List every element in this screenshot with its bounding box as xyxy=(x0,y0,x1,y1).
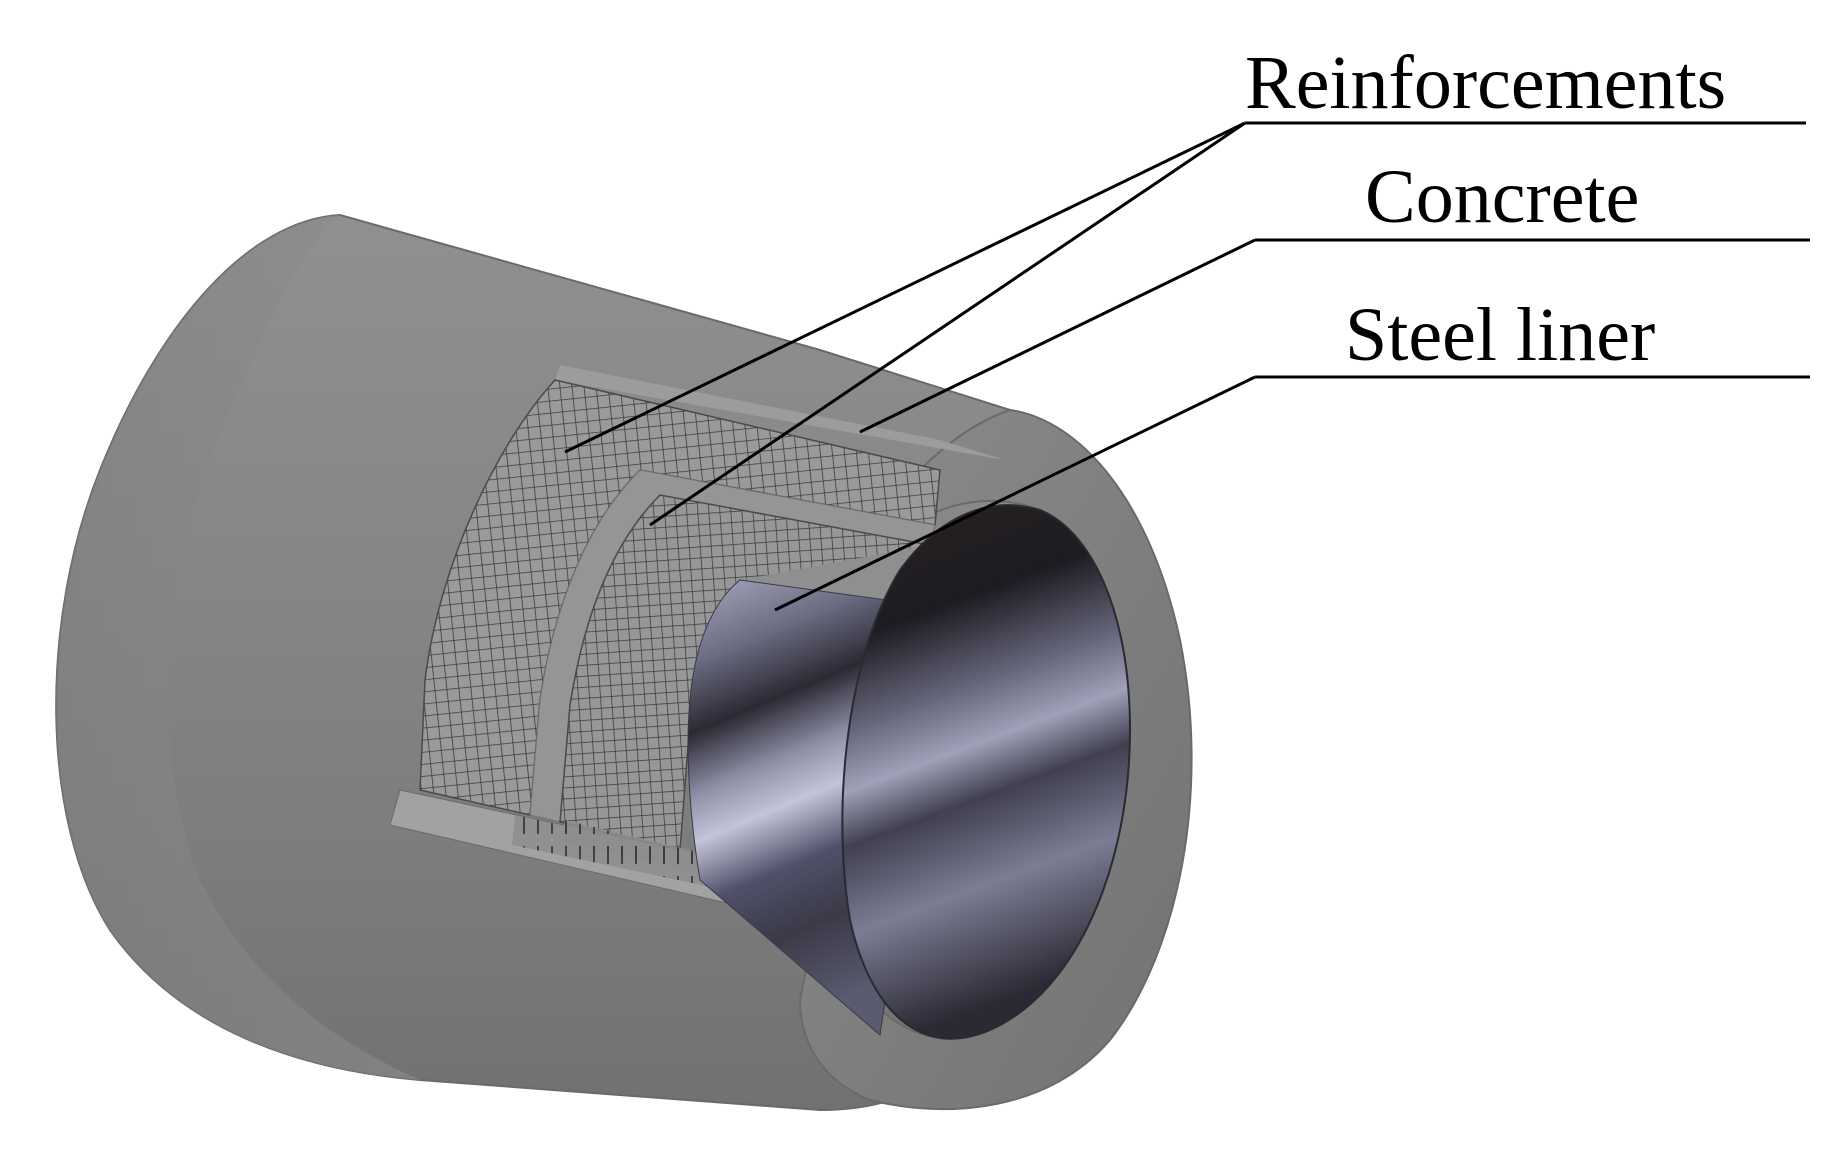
reinforcements-leader-outer xyxy=(564,121,1246,454)
concrete-label: Concrete xyxy=(1365,155,1639,239)
steel-liner xyxy=(687,504,1132,1040)
leader-lines xyxy=(564,121,1810,612)
concrete-leader xyxy=(859,238,1256,434)
reinforcements-label: Reinforcements xyxy=(1245,41,1726,125)
cutaway-inner-layer xyxy=(559,494,935,900)
steel-liner-leader xyxy=(774,375,1256,612)
reinforcements-leader-inner xyxy=(649,121,1246,527)
steel-liner-label: Steel liner xyxy=(1345,293,1655,377)
